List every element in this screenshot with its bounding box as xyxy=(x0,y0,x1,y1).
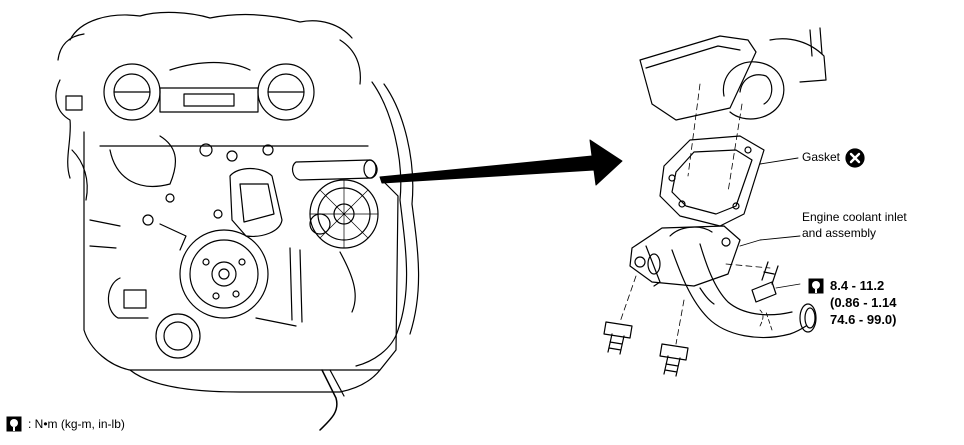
exploded-view xyxy=(603,27,827,377)
coolant-inlet-part xyxy=(629,225,817,339)
torque-wrench-icon xyxy=(6,416,22,432)
bolt-center xyxy=(659,299,689,377)
torque-value-inlb: 74.6 - 99.0) xyxy=(830,312,897,327)
torque-spec: 8.4 - 11.2 (0.86 - 1.14 74.6 - 99.0) xyxy=(808,277,897,328)
gasket-part xyxy=(659,135,765,227)
bolt-right xyxy=(725,261,801,303)
units-legend: : N•m (kg-m, in-lb) xyxy=(6,416,125,432)
units-legend-text: : N•m (kg-m, in-lb) xyxy=(28,416,125,431)
direction-arrow xyxy=(379,139,623,186)
torque-value-kgm: (0.86 - 1.14 xyxy=(830,295,897,310)
gasket-label: Gasket xyxy=(802,150,841,164)
torque-value-nm: 8.4 - 11.2 xyxy=(830,278,885,293)
do-not-reuse-x-icon xyxy=(845,148,865,168)
engine-illustration xyxy=(55,11,420,431)
bolt-left xyxy=(603,275,637,355)
inlet-label-line1: Engine coolant inlet xyxy=(802,210,907,224)
torque-wrench-icon xyxy=(808,278,824,293)
inlet-label-line2: and assembly xyxy=(802,226,877,240)
